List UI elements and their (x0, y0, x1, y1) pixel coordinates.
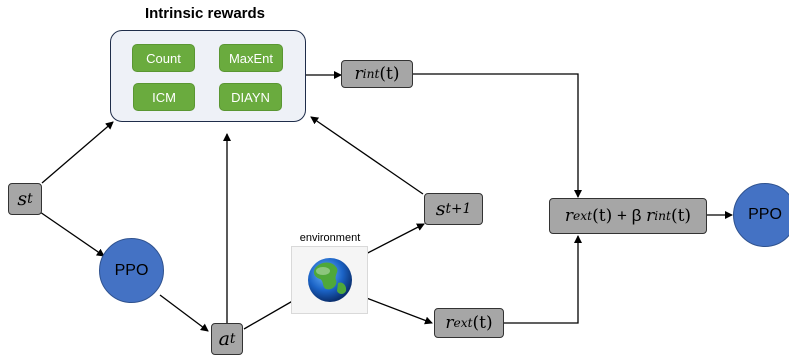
r-ext-sub: ext (453, 316, 473, 330)
arrow-r-int-to-combined (412, 73, 582, 198)
arrow-next-state-to-intrinsic (310, 116, 424, 195)
combined-ext-sub: ext (573, 209, 593, 223)
combined-int-var: r (646, 206, 655, 226)
combined-int-suffix: (t) (670, 206, 692, 226)
r-int-sub: int (362, 67, 380, 81)
next-state-sub: t+1 (445, 201, 472, 217)
r-int-suffix: (t) (379, 64, 400, 84)
combined-int-sub: int (654, 209, 671, 223)
method-count: Count (132, 44, 195, 72)
action-var: a (218, 328, 230, 350)
arrow-ppo-to-action (159, 294, 209, 332)
method-icm: ICM (133, 83, 195, 111)
state-var: s (17, 188, 28, 210)
intrinsic-rewards-panel: Count MaxEnt ICM DIAYN (110, 30, 306, 122)
arrow-r-ext-to-combined (503, 235, 582, 324)
ppo-policy-node: PPO (99, 238, 164, 303)
arrow-environment-to-r-ext (355, 293, 433, 325)
intrinsic-rewards-title: Intrinsic rewards (144, 5, 266, 22)
state-sub: t (27, 191, 33, 207)
next-state-var: s (435, 198, 446, 220)
combined-operator: + β (612, 206, 647, 225)
method-maxent: MaxEnt (219, 44, 283, 72)
r-int-var: r (354, 64, 363, 84)
combined-ext-var: r (564, 206, 574, 226)
environment-box (291, 246, 368, 314)
environment-label: environment (299, 232, 361, 244)
globe-icon (308, 258, 352, 302)
arrow-state-to-ppo (39, 211, 105, 257)
arrow-state-to-intrinsic (41, 121, 114, 184)
method-diayn: DIAYN (219, 83, 282, 111)
r-ext-suffix: (t) (472, 313, 493, 333)
combined-ext-suffix: (t) (592, 206, 613, 226)
ppo-output-node: PPO (733, 183, 789, 247)
r-ext-var: r (445, 313, 454, 333)
action-sub: t (229, 331, 236, 347)
